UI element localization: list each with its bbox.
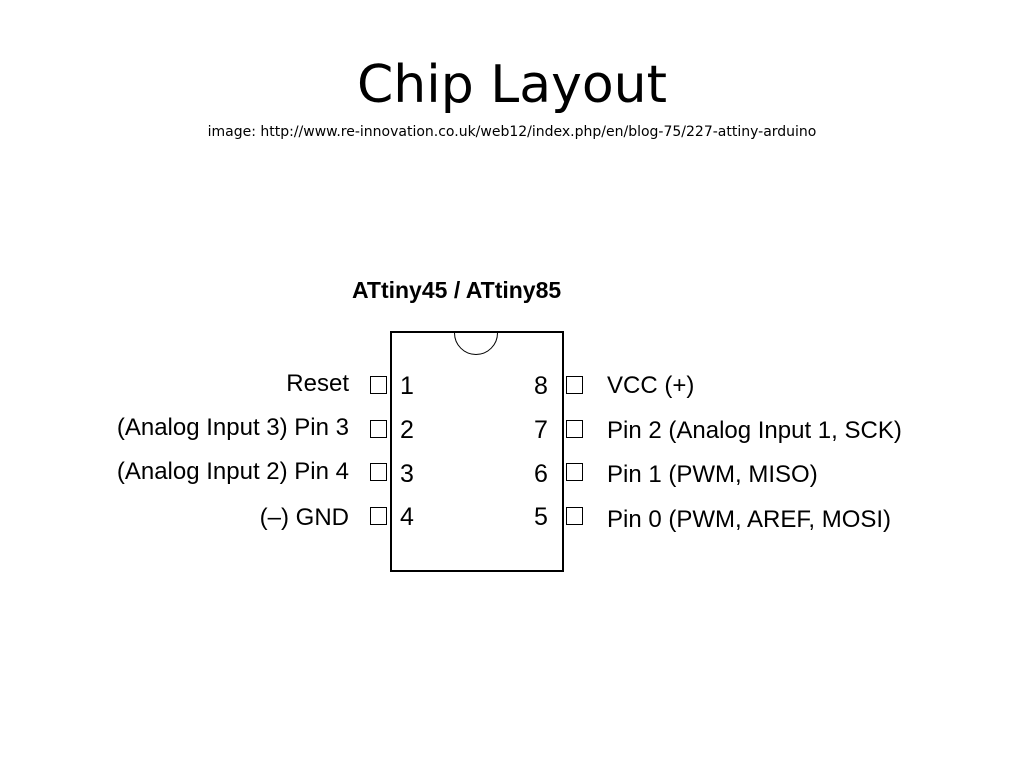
pin-label-5: Pin 0 (PWM, AREF, MOSI) [607, 506, 892, 533]
pin-number-3: 3 [400, 460, 414, 488]
pin-label-6: Pin 1 (PWM, MISO) [607, 461, 818, 488]
image-source-caption: image: http://www.re-innovation.co.uk/we… [207, 124, 817, 140]
diagram-title: ATtiny45 / ATtiny85 [352, 277, 562, 303]
pin-label-7: Pin 2 (Analog Input 1, SCK) [607, 417, 902, 444]
pin-pad-1 [370, 376, 387, 394]
pin-pad-8 [566, 376, 583, 394]
pin-label-2: (Analog Input 3) Pin 3 [116, 414, 349, 441]
pin-label-4: (–) GND [259, 504, 349, 531]
slide-title: Chip Layout [356, 55, 668, 115]
pin-pad-6 [566, 463, 583, 481]
pin-number-1: 1 [400, 372, 414, 400]
pin-pad-3 [370, 463, 387, 481]
chip-notch [454, 332, 498, 355]
chip-body [390, 331, 564, 572]
pin-number-4: 4 [400, 503, 414, 531]
pin-number-2: 2 [400, 416, 414, 444]
pin-label-8: VCC (+) [607, 372, 695, 399]
pin-number-5: 5 [534, 503, 548, 531]
pin-number-8: 8 [534, 372, 548, 400]
pin-pad-4 [370, 507, 387, 525]
pin-label-1: Reset [286, 370, 349, 397]
pin-pad-7 [566, 420, 583, 438]
pin-number-7: 7 [534, 416, 548, 444]
pin-number-6: 6 [534, 460, 548, 488]
pin-label-3: (Analog Input 2) Pin 4 [116, 458, 349, 485]
pin-pad-2 [370, 420, 387, 438]
pin-pad-5 [566, 507, 583, 525]
